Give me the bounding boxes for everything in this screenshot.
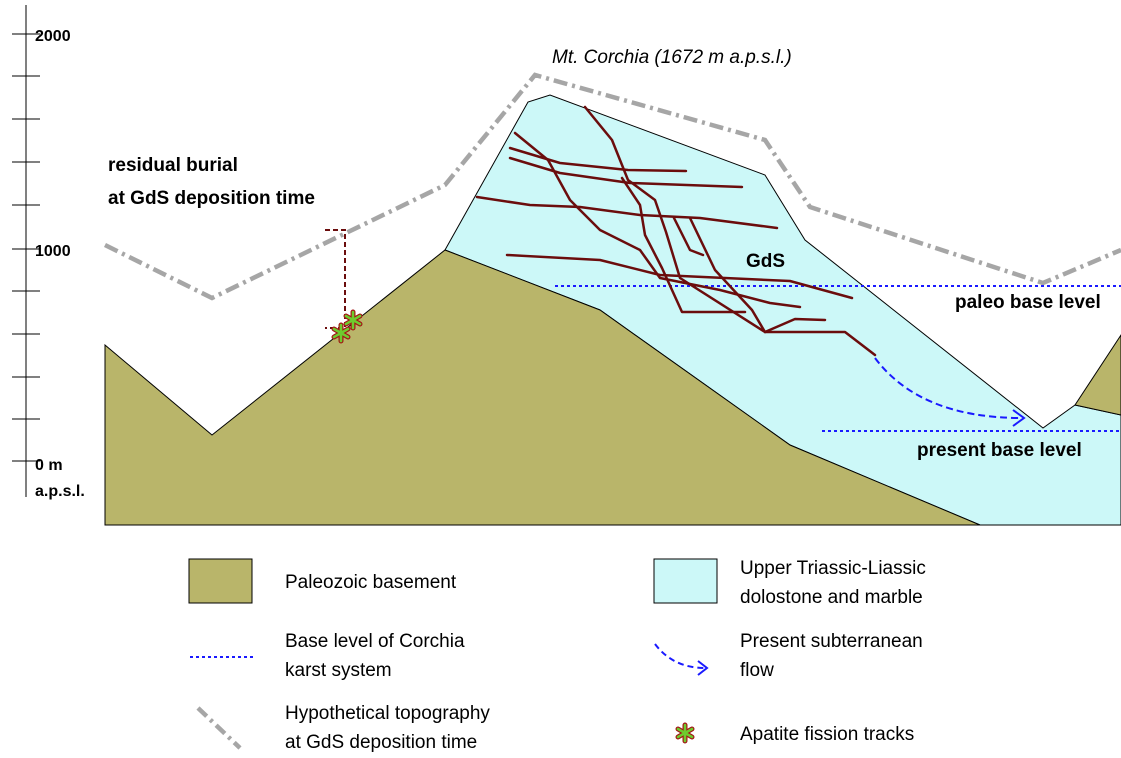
subterranean-flow-arrowhead (1012, 409, 1026, 427)
conduit (620, 176, 747, 314)
conduit (763, 317, 827, 334)
apatite-marker (343, 309, 363, 331)
legend-swatch-basement (188, 558, 253, 604)
residual-burial-bracket (325, 229, 346, 329)
paleo-base-level-label: paleo base level (955, 292, 1101, 313)
basement-body-right (1074, 334, 1121, 416)
legend-label-flow-1: Present subterranean (740, 631, 923, 652)
present-base-level-label: present base level (917, 440, 1082, 461)
legend-label-apatite: Apatite fission tracks (740, 724, 914, 745)
legend-swatch-apatite (675, 722, 695, 744)
burial-label-line1: residual burial (108, 155, 238, 176)
conduit (505, 253, 854, 300)
conduit (583, 105, 877, 357)
legend-label-flow-2: flow (740, 660, 774, 681)
legend-label-dolostone-2: dolostone and marble (740, 587, 923, 608)
axis-unit-label: a.p.s.l. (35, 483, 85, 500)
basement-body (104, 249, 981, 526)
conduit (513, 131, 802, 309)
peak-label: Mt. Corchia (1672 m a.p.s.l.) (552, 47, 792, 68)
conduit (672, 216, 705, 257)
legend-label-base-level-1: Base level of Corchia (285, 631, 465, 652)
legend-label-dolostone-1: Upper Triassic-Liassic (740, 558, 926, 579)
legend-swatch-topography (196, 706, 242, 750)
legend-label-basement: Paleozoic basement (285, 572, 457, 593)
conduit (475, 195, 779, 230)
gds-label: GdS (746, 251, 785, 272)
conduit (508, 146, 688, 173)
axis-label-2000: 2000 (35, 28, 71, 45)
axis-label-0: 0 m (35, 457, 63, 474)
legend-label-topography-1: Hypothetical topography (285, 703, 490, 724)
axis-label-1000: 1000 (35, 243, 71, 260)
apatite-marker (331, 322, 351, 344)
legend-label-base-level-2: karst system (285, 660, 392, 681)
conduit (688, 216, 767, 334)
subterranean-flow-arrow (874, 357, 1023, 419)
cave-conduits (475, 105, 877, 357)
legend-swatch-flow (654, 643, 709, 676)
legend-swatch-dolostone (653, 558, 718, 604)
burial-label-line2: at GdS deposition time (108, 188, 315, 209)
elevation-axis (12, 5, 40, 497)
legend-label-topography-2: at GdS deposition time (285, 732, 477, 753)
conduit (508, 156, 744, 189)
hypothetical-topography-line (104, 72, 1121, 301)
